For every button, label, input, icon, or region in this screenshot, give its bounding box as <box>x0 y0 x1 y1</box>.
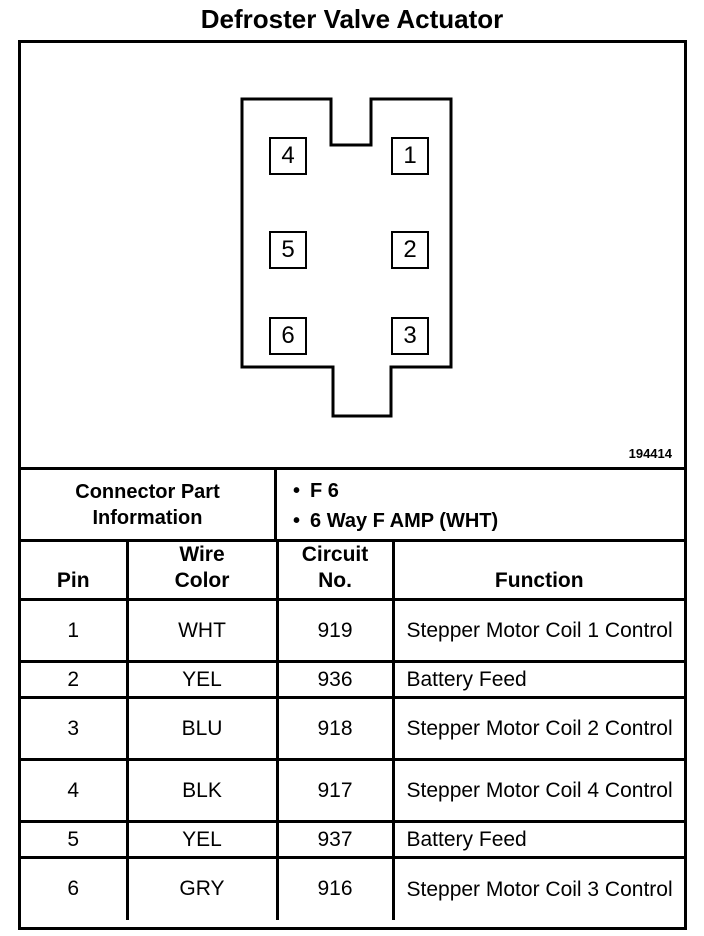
function-cell: Stepper Motor Coil 2 Control <box>391 696 684 761</box>
table-row: 2 YEL 936 Battery Feed <box>21 660 684 699</box>
table-row: 4 BLK 917 Stepper Motor Coil 4 Control <box>21 758 684 823</box>
header-wire-color: Wire Color <box>125 539 279 601</box>
pin-cavity-5: 5 <box>269 231 307 269</box>
connector-frame: 4 1 5 2 6 3 194414 Connector Part Inform… <box>18 40 687 930</box>
connector-part-label: Connector Part Information <box>21 470 277 539</box>
circuit-cell: 936 <box>275 660 395 699</box>
function-cell: Stepper Motor Coil 4 Control <box>391 758 684 823</box>
pin-cell: 6 <box>21 856 129 920</box>
header-function: Function <box>391 539 684 601</box>
table-row: 5 YEL 937 Battery Feed <box>21 820 684 859</box>
function-cell: Stepper Motor Coil 3 Control <box>391 856 684 920</box>
connector-part-item: F 6 <box>293 476 498 506</box>
pin-cell: 4 <box>21 758 129 823</box>
connector-part-item: 6 Way F AMP (WHT) <box>293 506 498 536</box>
circuit-cell: 917 <box>275 758 395 823</box>
pin-cell: 1 <box>21 598 129 663</box>
connector-housing-shape <box>240 97 453 418</box>
wire-color-cell: YEL <box>125 660 279 699</box>
header-pin: Pin <box>21 539 129 601</box>
function-cell: Battery Feed <box>391 660 684 699</box>
pin-cavity-2: 2 <box>391 231 429 269</box>
connector-part-list: F 6 6 Way F AMP (WHT) <box>293 476 498 536</box>
circuit-cell: 918 <box>275 696 395 761</box>
wire-color-cell: BLU <box>125 696 279 761</box>
wire-color-cell: WHT <box>125 598 279 663</box>
connector-part-information: Connector Part Information F 6 6 Way F A… <box>21 467 684 539</box>
wire-color-cell: BLK <box>125 758 279 823</box>
wire-color-cell: YEL <box>125 820 279 859</box>
pin-cavity-1: 1 <box>391 137 429 175</box>
circuit-cell: 916 <box>275 856 395 920</box>
table-row: 6 GRY 916 Stepper Motor Coil 3 Control <box>21 856 684 920</box>
pin-cavity-6: 6 <box>269 317 307 355</box>
pin-cell: 3 <box>21 696 129 761</box>
wire-color-cell: GRY <box>125 856 279 920</box>
pin-cell: 5 <box>21 820 129 859</box>
page-title: Defroster Valve Actuator <box>200 4 504 34</box>
pin-cell: 2 <box>21 660 129 699</box>
figure-number: 194414 <box>628 446 672 461</box>
header-circuit-no: Circuit No. <box>275 539 395 601</box>
function-cell: Battery Feed <box>391 820 684 859</box>
connector-diagram: 4 1 5 2 6 3 194414 <box>21 43 684 467</box>
table-row: 3 BLU 918 Stepper Motor Coil 2 Control <box>21 696 684 761</box>
function-cell: Stepper Motor Coil 1 Control <box>391 598 684 663</box>
pin-cavity-4: 4 <box>269 137 307 175</box>
pin-table: Pin Wire Color Circuit No. Function 1 WH… <box>21 539 684 920</box>
connector-outline <box>240 97 453 418</box>
table-header-row: Pin Wire Color Circuit No. Function <box>21 539 684 601</box>
table-row: 1 WHT 919 Stepper Motor Coil 1 Control <box>21 598 684 663</box>
pin-cavity-3: 3 <box>391 317 429 355</box>
circuit-cell: 919 <box>275 598 395 663</box>
circuit-cell: 937 <box>275 820 395 859</box>
